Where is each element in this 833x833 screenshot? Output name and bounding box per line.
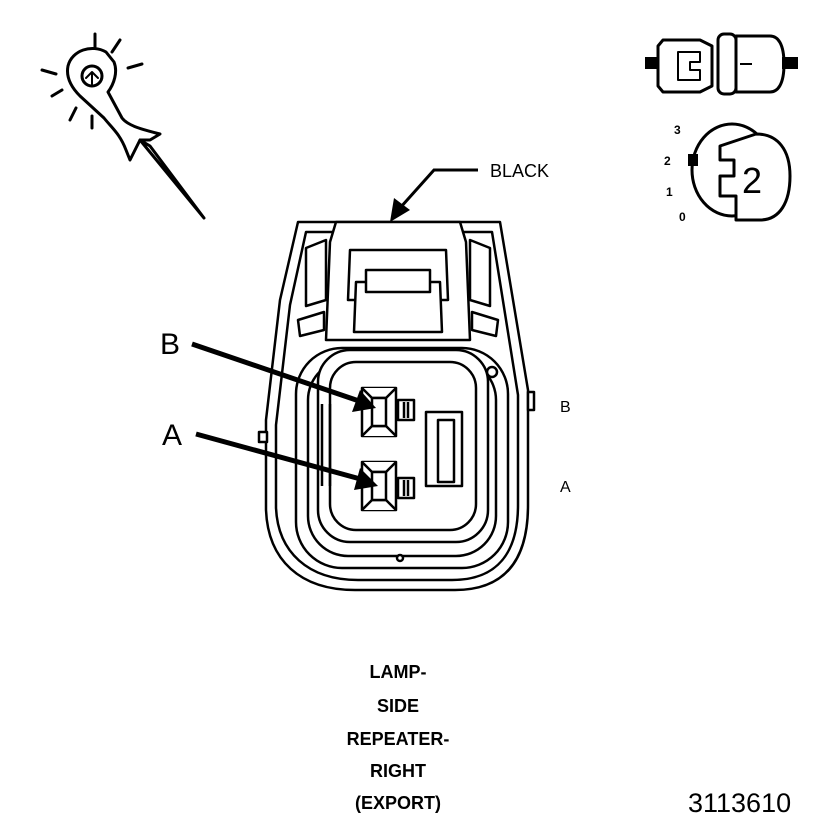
- color-callout: BLACK: [390, 161, 549, 222]
- title-line-3: REPEATER-: [347, 729, 450, 749]
- pin-cavity-a: [360, 460, 416, 512]
- figure-id: 3113610: [688, 788, 791, 818]
- title-line-4: RIGHT: [370, 761, 426, 781]
- key-scale-0: 0: [679, 210, 686, 224]
- connector-color-label: BLACK: [490, 161, 549, 181]
- callout-arrow-a: [195, 431, 378, 490]
- callout-label-b: B: [160, 328, 180, 361]
- title-line-5: (EXPORT): [355, 793, 441, 813]
- connector-face: [257, 220, 536, 592]
- key-position-icon: 3 2 1 0 2: [664, 122, 792, 224]
- pin-label-b: B: [560, 399, 571, 416]
- callout-arrow-b: [191, 341, 376, 412]
- connector-title: LAMP- SIDE REPEATER- RIGHT (EXPORT): [347, 662, 450, 813]
- probe-tool-icon: [40, 32, 206, 220]
- key-position-number: 2: [742, 160, 762, 201]
- key-scale-3: 3: [674, 123, 681, 137]
- key-scale-2: 2: [664, 154, 671, 168]
- title-line-2: SIDE: [377, 696, 419, 716]
- callout-label-a: A: [162, 419, 182, 452]
- title-line-1: LAMP-: [370, 662, 427, 682]
- pin-label-a: A: [560, 479, 571, 496]
- connector-side-view-icon: [645, 32, 798, 96]
- pin-cavity-b: [360, 386, 416, 438]
- key-scale-1: 1: [666, 185, 673, 199]
